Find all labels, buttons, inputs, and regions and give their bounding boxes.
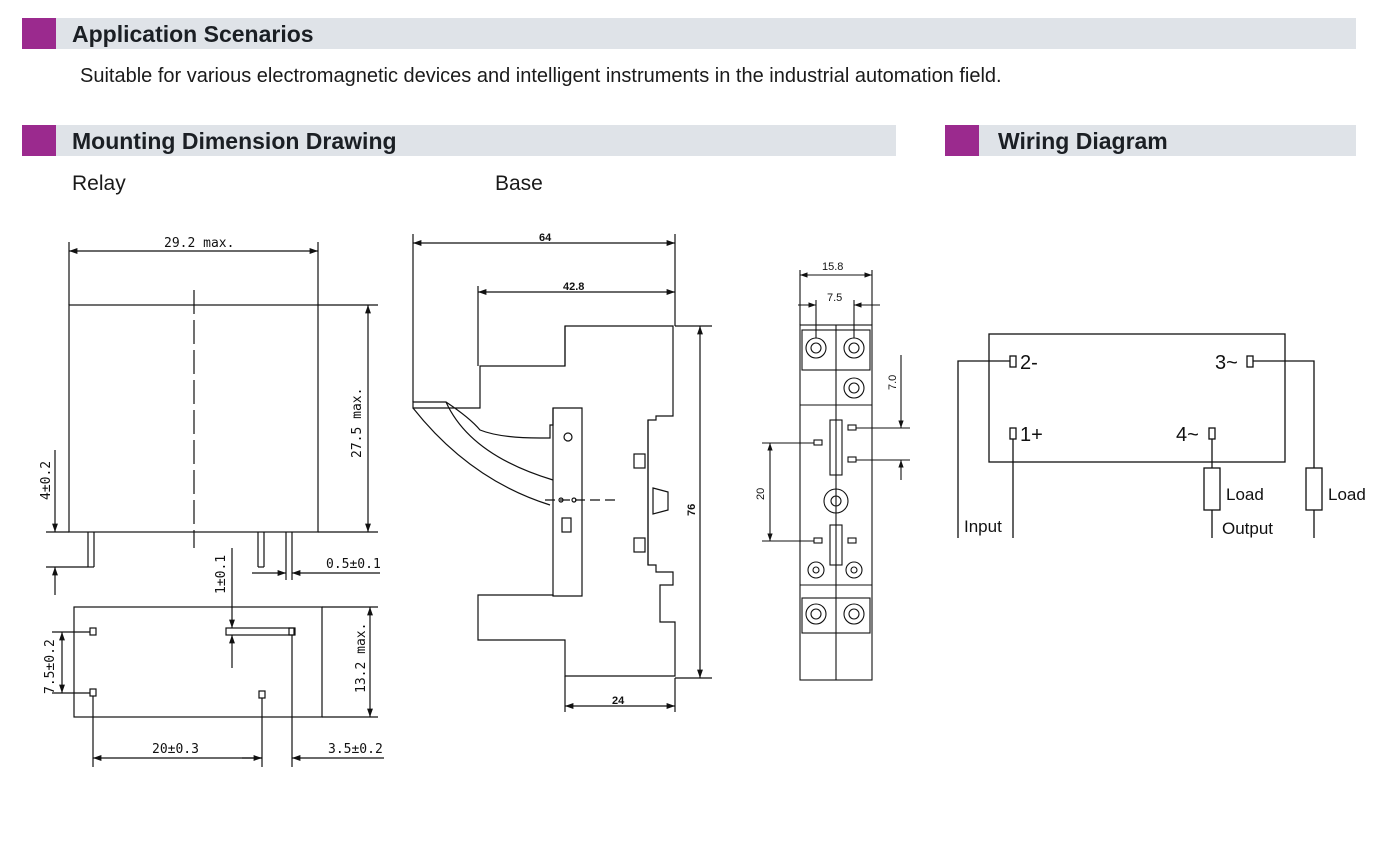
terminal-3-label: 3~	[1215, 352, 1238, 374]
wiring-header: Wiring Diagram	[945, 125, 1356, 156]
pin-strip	[225, 627, 295, 636]
dim-pin-thickness: 0.5±0.1	[326, 557, 381, 572]
dim-pin-step: 1±0.1	[214, 555, 229, 594]
base-side-view	[412, 234, 712, 712]
dim-base-height: 76	[686, 504, 698, 516]
header-accent-block	[22, 125, 56, 156]
dim-pitch-small: 7.0	[887, 375, 899, 390]
dim-top-inner: 7.5	[827, 292, 842, 304]
mounting-header: Mounting Dimension Drawing	[22, 125, 896, 156]
base-top-view	[762, 270, 910, 681]
mounting-title: Mounting Dimension Drawing	[72, 128, 397, 154]
dim-relay-height: 27.5 max.	[350, 388, 365, 458]
terminal-2	[1009, 355, 1017, 368]
application-title: Application Scenarios	[72, 21, 314, 47]
input-wire-neg	[957, 360, 1010, 538]
wiring-diagram	[957, 333, 1323, 538]
load-resistor-2	[1305, 467, 1323, 511]
base-label: Base	[495, 172, 543, 195]
base-outline	[412, 325, 676, 677]
output-wire-3	[1253, 360, 1315, 468]
relay-box	[988, 333, 1286, 463]
relay-bottom-view	[52, 548, 384, 767]
dim-base-inner: 42.8	[563, 281, 584, 293]
terminal-2-label: 2-	[1020, 352, 1038, 374]
dim-pin-length: 4±0.2	[39, 461, 54, 500]
load-resistor-1	[1203, 467, 1221, 511]
dim-relay-depth: 13.2 max.	[354, 623, 369, 693]
dim-pin-pitch-h: 20±0.3	[152, 742, 199, 757]
base-clip	[561, 517, 572, 533]
dim-pin-pitch-v: 7.5±0.2	[43, 639, 58, 694]
dim-pitch-large: 20	[755, 488, 767, 500]
base-clip	[633, 453, 646, 469]
wiring-title: Wiring Diagram	[998, 128, 1168, 154]
dim-top-width: 15.8	[822, 261, 843, 273]
relay-bottom-outline	[73, 606, 323, 718]
dim-base-bottom: 24	[612, 695, 625, 707]
dim-pin-offset: 3.5±0.2	[328, 742, 383, 757]
pin-pad	[89, 627, 97, 636]
base-latch	[652, 487, 669, 515]
output-label: Output	[1222, 519, 1273, 538]
load-label-1: Load	[1226, 485, 1264, 504]
application-description: Suitable for various electromagnetic dev…	[80, 65, 1002, 87]
application-header: Application Scenarios	[22, 18, 1356, 49]
base-screw	[563, 432, 573, 442]
header-accent-block	[22, 18, 56, 49]
terminal-3	[1246, 355, 1254, 368]
pin-pad	[89, 688, 97, 697]
dim-base-width: 64	[539, 232, 552, 244]
load-label-2: Load	[1328, 485, 1366, 504]
relay-label: Relay	[72, 172, 126, 195]
input-label: Input	[964, 517, 1002, 536]
dim-relay-width: 29.2 max.	[164, 236, 234, 251]
terminal-1-label: 1+	[1020, 424, 1043, 446]
relay-front-view	[46, 242, 380, 595]
terminal-1	[1009, 427, 1017, 440]
terminal-4-label: 4~	[1176, 424, 1199, 446]
pin-pad	[258, 690, 266, 699]
terminal-4	[1208, 427, 1216, 440]
base-clip	[633, 537, 646, 553]
header-accent-block	[945, 125, 979, 156]
